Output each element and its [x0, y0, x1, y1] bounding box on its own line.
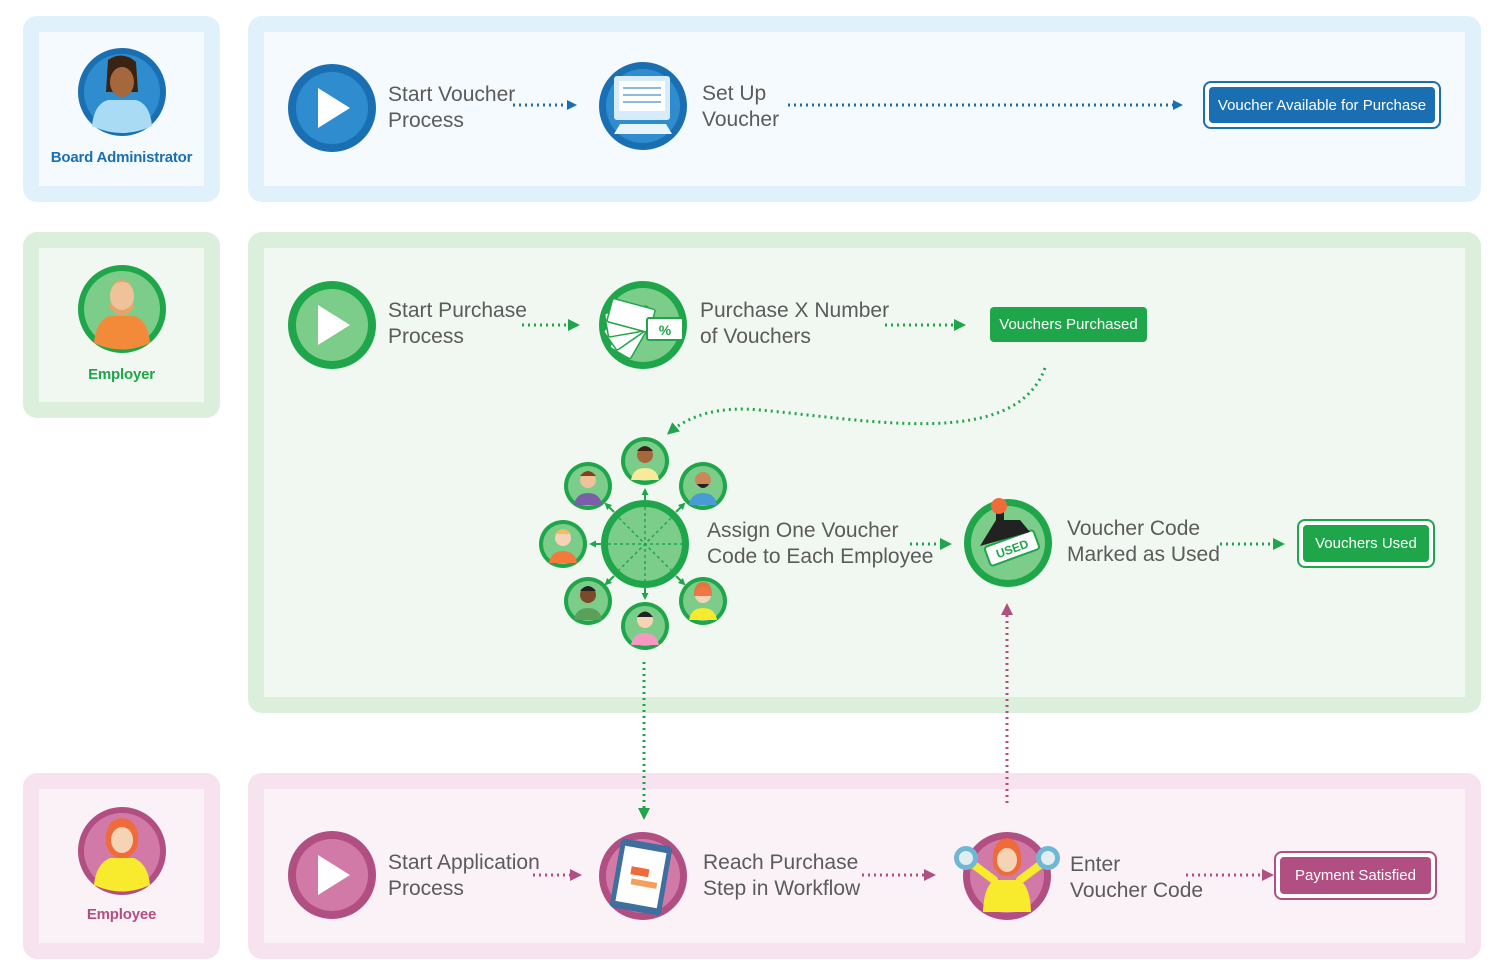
board-admin-role-panel	[23, 16, 220, 202]
step-line: Purchase X Number	[700, 299, 890, 322]
person-avatar-top-left	[564, 462, 612, 510]
voucher-stack-icon: %	[599, 281, 687, 369]
step-line: Process	[388, 877, 464, 900]
person-avatar-bottom	[621, 602, 669, 650]
person-avatar-left	[539, 520, 587, 568]
step-line: Voucher Code	[1067, 517, 1201, 540]
person-avatar-bottom-left	[564, 577, 612, 625]
assign-hub-icon	[601, 500, 689, 588]
board-play-icon	[288, 64, 376, 152]
step-line: Start Purchase	[388, 299, 527, 322]
cheerleader-icon	[954, 832, 1060, 920]
board-admin-role-label: Board Administrator	[50, 149, 193, 166]
start-application-process-text: Start Application Process	[388, 850, 540, 902]
step-line: Code to Each Employee	[707, 545, 934, 568]
employer-play-icon	[288, 281, 376, 369]
voucher-marked-used-text: Voucher Code Marked as Used	[1067, 516, 1220, 568]
step-line: of Vouchers	[700, 325, 811, 348]
employer-lane	[248, 232, 1481, 713]
step-line: Set Up	[702, 82, 767, 105]
step-line: Process	[388, 325, 464, 348]
board-admin-avatar	[78, 48, 166, 136]
step-line: Process	[388, 109, 464, 132]
employer-role-panel	[23, 232, 220, 418]
vouchers-used-label: Vouchers Used	[1303, 525, 1429, 562]
employer-avatar	[78, 265, 166, 353]
reach-purchase-step-text: Reach Purchase Step in Workflow	[703, 850, 860, 902]
step-line: Voucher Code	[1070, 879, 1204, 902]
payment-satisfied-badge: Payment Satisfied	[1274, 851, 1437, 900]
step-line: Reach Purchase	[703, 851, 859, 874]
set-up-voucher-text: Set Up Voucher	[702, 81, 779, 133]
computer-icon	[599, 62, 687, 150]
start-voucher-process-text: Start Voucher Process	[388, 82, 515, 134]
step-line: Start Application	[388, 851, 540, 874]
assign-voucher-text: Assign One Voucher Code to Each Employee	[707, 518, 933, 570]
step-line: Enter	[1070, 853, 1121, 876]
step-line: Marked as Used	[1067, 543, 1220, 566]
used-stamp-icon: USED	[964, 498, 1052, 587]
step-line: Assign One Voucher	[707, 519, 899, 542]
hub-spokes	[589, 488, 686, 600]
employer-role-label: Employer	[88, 366, 155, 383]
employee-avatar	[78, 807, 166, 895]
step-line: Step in Workflow	[703, 877, 861, 900]
employee-play-icon	[288, 831, 376, 919]
vouchers-purchased-badge: Vouchers Purchased	[990, 307, 1147, 342]
payment-satisfied-label: Payment Satisfied	[1280, 857, 1431, 894]
step-line: Voucher	[702, 108, 780, 131]
voucher-available-label: Voucher Available for Purchase	[1209, 87, 1435, 123]
person-avatar-top	[621, 437, 669, 485]
person-avatar-bottom-right	[679, 577, 727, 625]
start-purchase-process-text: Start Purchase Process	[388, 298, 527, 350]
person-avatar-top-right	[679, 462, 727, 510]
employer-curve-arrow	[666, 367, 1047, 435]
purchase-vouchers-text: Purchase X Number of Vouchers	[700, 298, 889, 350]
tablet-icon	[599, 832, 687, 920]
svg-text:%: %	[659, 322, 672, 338]
voucher-available-badge: Voucher Available for Purchase	[1203, 81, 1441, 129]
employee-role-label: Employee	[86, 906, 157, 923]
step-line: Start Voucher	[388, 83, 516, 106]
vouchers-used-badge: Vouchers Used	[1297, 519, 1435, 568]
enter-voucher-code-text: Enter Voucher Code	[1070, 852, 1203, 904]
